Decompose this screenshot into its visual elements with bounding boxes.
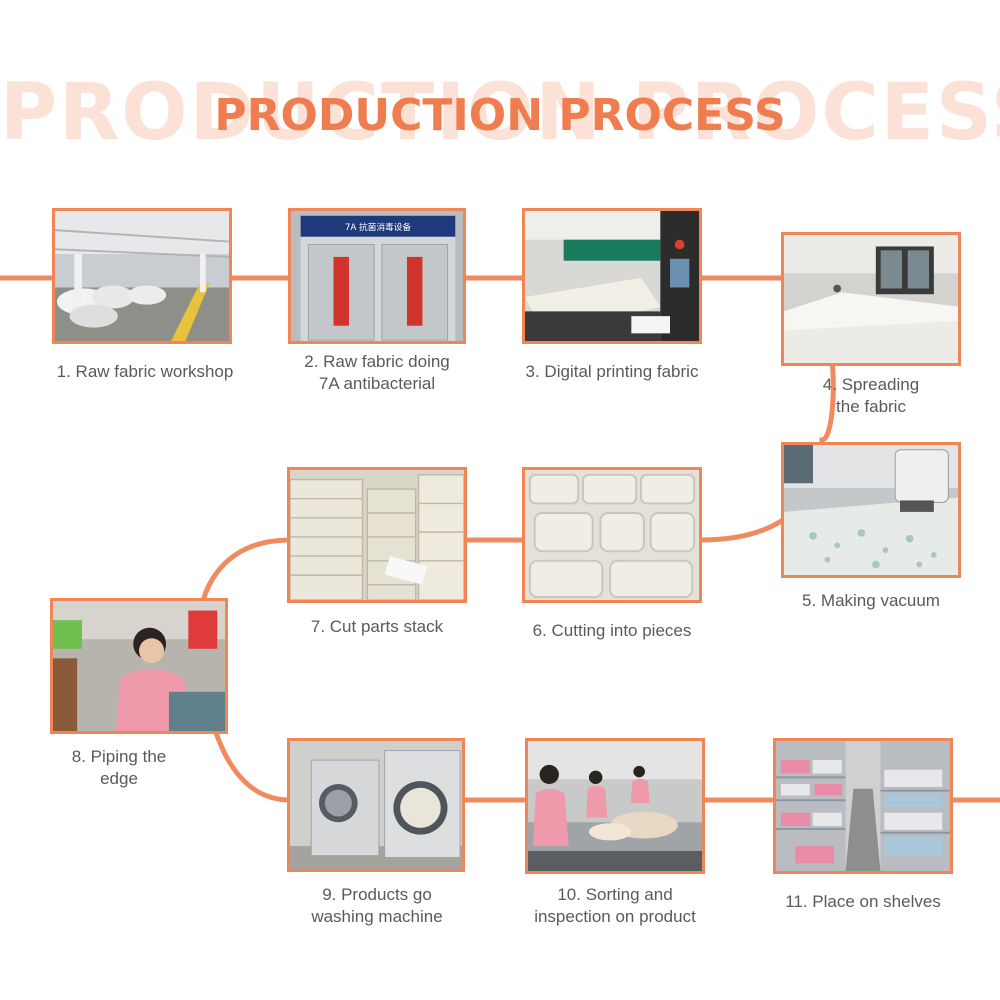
step-1-caption: 1. Raw fabric workshop <box>56 362 234 381</box>
machine-sign: 7A 抗菌消毒设备 <box>345 221 412 233</box>
step-9-caption: 9. Products go washing machine <box>311 885 443 926</box>
step-9-photo <box>287 738 465 872</box>
page-title: PRODUCTION PROCESS <box>214 90 786 141</box>
step-3-caption: 3. Digital printing fabric <box>525 362 699 381</box>
step-5-photo <box>781 442 961 578</box>
step-1-photo <box>52 208 232 344</box>
step-5-caption: 5. Making vacuum <box>802 591 940 610</box>
step-7-caption: 7. Cut parts stack <box>310 617 444 636</box>
step-3-photo <box>522 208 702 344</box>
step-4-caption: 4. Spreading the fabric <box>822 375 920 416</box>
step-11-caption: 11. Place on shelves <box>785 892 941 911</box>
step-11-photo <box>773 738 953 874</box>
step-2-caption: 2. Raw fabric doing 7A antibacterial <box>304 352 450 393</box>
step-4-photo <box>781 232 961 366</box>
title-watermark: PRODUCTION PROCESS <box>0 68 1000 158</box>
step-10-caption: 10. Sorting and inspection on product <box>534 885 696 926</box>
step-7-photo <box>287 467 467 603</box>
step-10-photo <box>525 738 705 874</box>
step-8-caption: 8. Piping the edge <box>71 747 167 788</box>
step-8-photo <box>50 598 228 734</box>
step-2-photo: 7A 抗菌消毒设备 <box>288 208 466 344</box>
step-6-caption: 6. Cutting into pieces <box>532 621 692 640</box>
step-6-photo <box>522 467 702 603</box>
